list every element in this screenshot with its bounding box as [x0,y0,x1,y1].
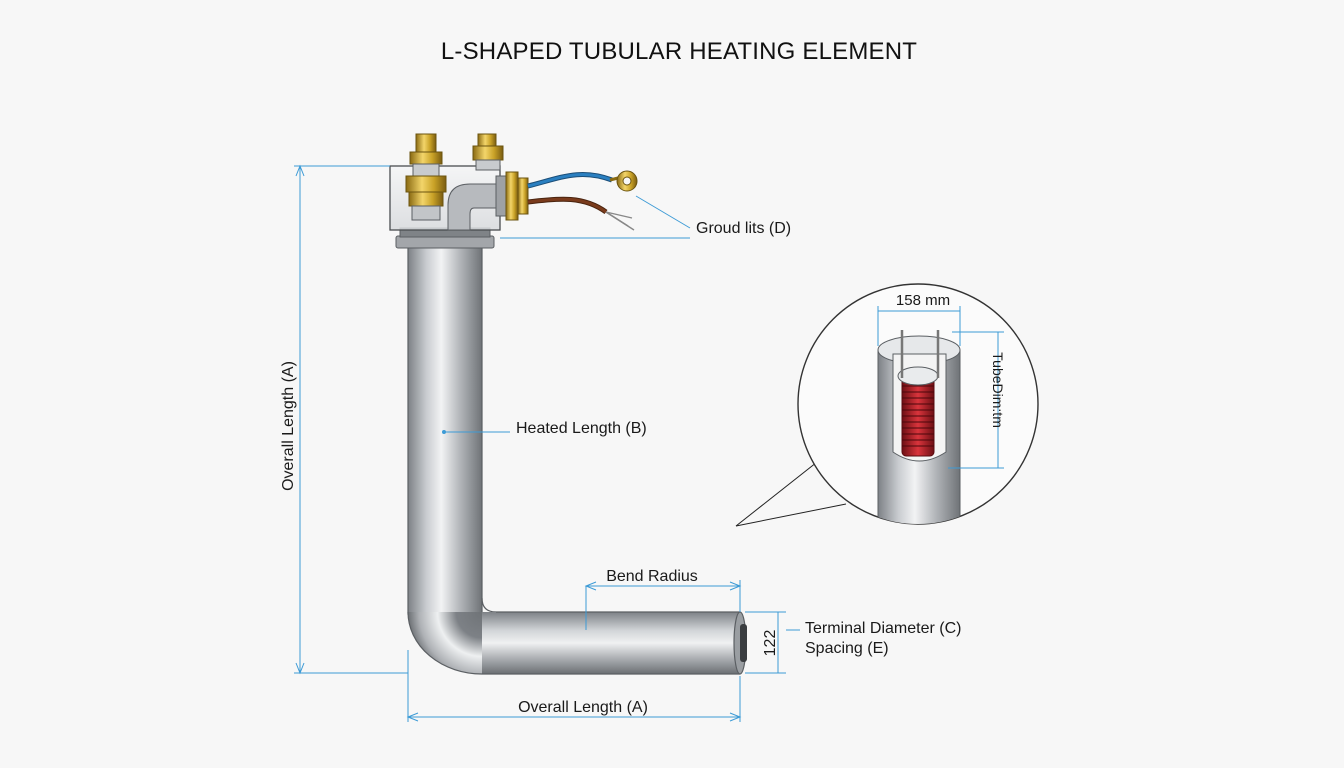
label-terminal-diameter: Terminal Diameter (C) [805,620,961,637]
label-overall-length-horizontal: Overall Length (A) [518,699,648,716]
label-heated-length: Heated Length (B) [516,420,647,437]
label-ground-leads: Groud lits (D) [696,220,791,237]
label-end-dimension: 122 [762,630,779,657]
lead-wires [527,171,635,231]
tube-body [407,245,747,675]
dimension-lines [294,164,800,722]
terminal-head [389,133,529,249]
diagram-title: L-SHAPED TUBULAR HEATING ELEMENT [440,38,918,65]
label-detail-width: 158 mm [896,292,950,309]
ring-terminal [609,170,638,192]
detail-callout [735,283,1039,527]
label-detail-tube-diameter: TubeDim:tm [990,352,1006,428]
label-spacing: Spacing (E) [805,640,889,657]
label-bend-radius: Bend Radius [606,568,698,585]
label-overall-length-vertical: Overall Length (A) [280,361,297,491]
